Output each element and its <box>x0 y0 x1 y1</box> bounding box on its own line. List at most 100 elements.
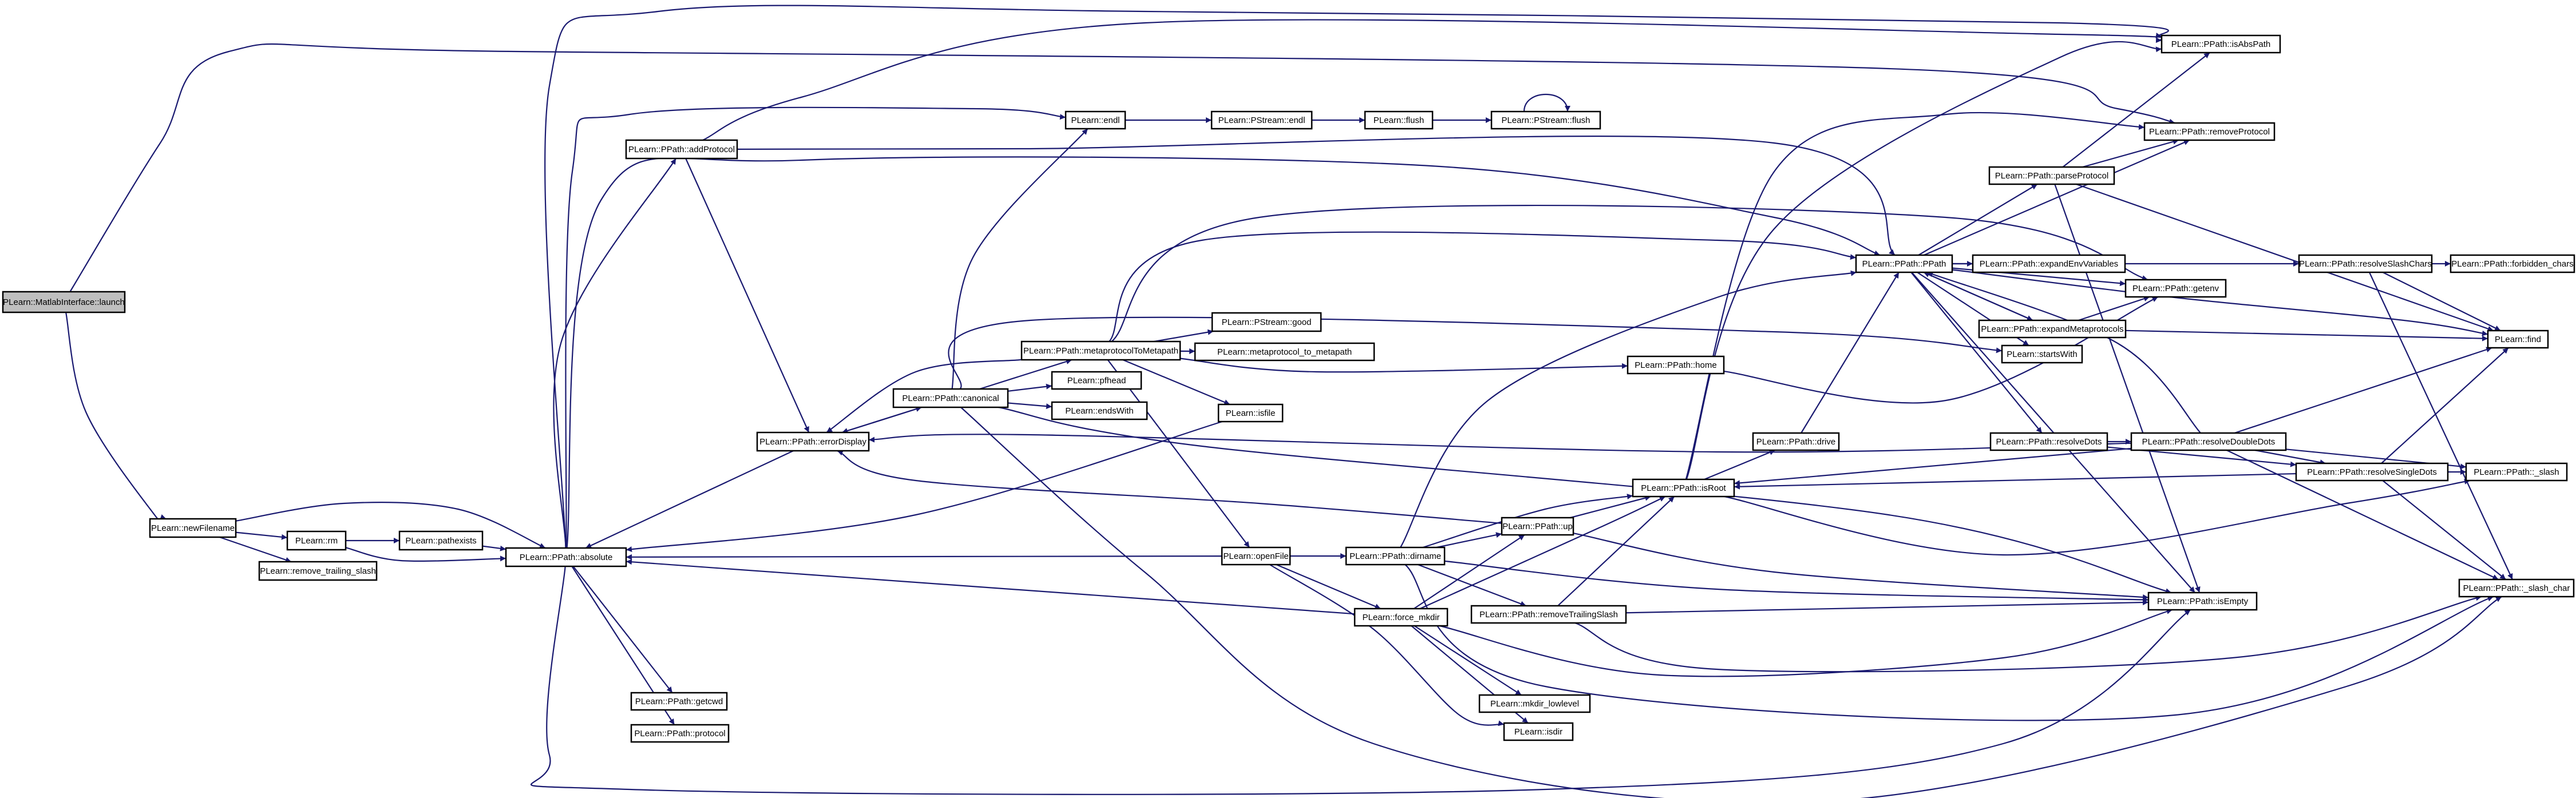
edge-m2m-to-pp <box>1109 231 1857 342</box>
edge-launch-to-newFilename <box>65 312 167 525</box>
node-box <box>2 291 126 313</box>
node-forbidden[interactable]: PLearn::PPath::forbidden_chars <box>2450 254 2575 273</box>
edge-home-to-getenv <box>1723 296 2159 404</box>
node-addProtocol[interactable]: PLearn::PPath::addProtocol <box>625 139 738 160</box>
node-endl[interactable]: PLearn::endl <box>1065 110 1126 130</box>
edge-m2m-to-isfile <box>1122 359 1230 406</box>
edge-pp-to-parseProtocol <box>1918 184 2038 256</box>
edge-canonical-to-slash_char <box>960 407 2502 798</box>
node-box <box>1503 722 1574 741</box>
edge-resolveSlashChars-to-slash_char <box>2368 272 2514 580</box>
edge-pathexists-to-absolute <box>482 545 507 551</box>
node-box <box>1855 254 1953 273</box>
edge-removeTrailingSlash-to-slash_char <box>1574 595 2482 673</box>
node-rm[interactable]: PLearn::rm <box>286 530 347 551</box>
node-mp2mp[interactable]: PLearn::metaprotocol_to_metapath <box>1194 342 1375 362</box>
node-expandMeta[interactable]: PLearn::PPath::expandMetaprotocols <box>1978 319 2127 339</box>
node-getenv[interactable]: PLearn::PPath::getenv <box>2124 279 2227 298</box>
node-errorDisplay[interactable]: PLearn::PPath::errorDisplay <box>756 431 870 452</box>
edge-expandMeta-to-find <box>2125 329 2488 342</box>
node-label: PLearn::PStream::flush <box>1501 116 1590 125</box>
edge-force_mkdir-to-up <box>1413 534 1525 609</box>
edge-absolute-to-getcwd <box>572 566 673 693</box>
node-remove_trailing_slash[interactable]: PLearn::remove_trailing_slash <box>258 561 378 581</box>
node-label: PLearn::PPath::isAbsPath <box>2171 39 2270 49</box>
node-dirname[interactable]: PLearn::PPath::dirname <box>1345 546 1446 566</box>
edge-parseProtocol-to-removeProtocol <box>2082 138 2179 168</box>
node-newFilename[interactable]: PLearn::newFilename <box>149 518 237 538</box>
edge-force_mkdir-to-isEmpty <box>1439 608 2173 677</box>
node-mkdir_lowlevel[interactable]: PLearn::mkdir_lowlevel <box>1478 694 1591 713</box>
node-isEmpty[interactable]: PLearn::PPath::isEmpty <box>2147 591 2258 611</box>
edge-absolute-to-addProtocol <box>553 158 676 549</box>
node-pp[interactable]: PLearn::PPath::PPath <box>1855 254 1953 273</box>
node-up[interactable]: PLearn::PPath::up <box>1501 517 1574 536</box>
node-pflush[interactable]: PLearn::PStream::flush <box>1490 110 1601 130</box>
node-slash_char[interactable]: PLearn::PPath::_slash_char <box>2458 578 2575 598</box>
node-box <box>505 547 627 567</box>
node-absolute[interactable]: PLearn::PPath::absolute <box>505 547 627 567</box>
node-home[interactable]: PLearn::PPath::home <box>1627 355 1725 375</box>
node-box <box>2295 462 2449 482</box>
edge-dirname-to-pp <box>1399 270 1857 548</box>
node-box <box>1478 694 1591 713</box>
node-label: PLearn::PPath::expandMetaprotocols <box>1981 324 2123 334</box>
node-pfhead[interactable]: PLearn::pfhead <box>1051 371 1142 390</box>
node-label: PLearn::openFile <box>1223 551 1288 561</box>
node-isAbsPath[interactable]: PLearn::PPath::isAbsPath <box>2160 34 2281 54</box>
node-label: PLearn::remove_trailing_slash <box>260 566 376 576</box>
edge-dirname-to-slash_char <box>1404 564 2494 721</box>
node-getcwd[interactable]: PLearn::PPath::getcwd <box>630 692 728 711</box>
node-force_mkdir[interactable]: PLearn::force_mkdir <box>1354 608 1449 627</box>
node-pendl[interactable]: PLearn::PStream::endl <box>1210 110 1313 130</box>
node-endsWith[interactable]: PLearn::endsWith <box>1051 401 1148 420</box>
node-box <box>2465 462 2568 482</box>
node-m2m[interactable]: PLearn::PPath::metaprotocolToMetapath <box>1020 340 1181 361</box>
node-resolveDots[interactable]: PLearn::PPath::resolveDots <box>1989 432 2108 451</box>
node-drive[interactable]: PLearn::PPath::drive <box>1752 432 1840 451</box>
edge-m2m-to-home <box>1180 358 1628 373</box>
edge-up-to-isRoot <box>1570 495 1651 519</box>
node-box <box>630 724 730 743</box>
node-label: PLearn::endsWith <box>1065 406 1133 416</box>
edge-m2m-to-getenv <box>1111 204 2148 342</box>
node-pathexists[interactable]: PLearn::pathexists <box>398 530 484 551</box>
node-parseProtocol[interactable]: PLearn::PPath::parseProtocol <box>1988 166 2115 185</box>
edge-absolute-to-isAbsPath <box>544 5 2169 549</box>
node-box <box>2130 432 2287 451</box>
edge-canonical-to-errorDisplay <box>841 406 922 434</box>
node-isdir[interactable]: PLearn::isdir <box>1503 722 1574 741</box>
node-good[interactable]: PLearn::PStream::good <box>1211 312 1322 332</box>
node-label: PLearn::PPath::isRoot <box>1641 483 1726 493</box>
node-launch[interactable]: PLearn::MatlabInterface::launch <box>2 291 126 313</box>
node-resolveSingleDots[interactable]: PLearn::PPath::resolveSingleDots <box>2295 462 2449 482</box>
node-box <box>1988 166 2115 185</box>
node-resolveDoubleDots[interactable]: PLearn::PPath::resolveDoubleDots <box>2130 432 2287 451</box>
edge-up-to-errorDisplay <box>837 450 1502 524</box>
node-box <box>1211 312 1322 332</box>
node-find[interactable]: PLearn::find <box>2487 329 2549 349</box>
node-label: PLearn::PPath::addProtocol <box>628 145 735 154</box>
node-removeProtocol[interactable]: PLearn::PPath::removeProtocol <box>2143 122 2276 141</box>
node-box <box>2160 34 2281 54</box>
node-expandEnv[interactable]: PLearn::PPath::expandEnvVariables <box>1972 254 2126 273</box>
node-box <box>625 139 738 160</box>
edge-pp-to-removeProtocol <box>1924 139 2190 256</box>
node-resolveSlashChars[interactable]: PLearn::PPath::resolveSlashChars <box>2298 254 2433 273</box>
node-label: PLearn::newFilename <box>151 523 235 533</box>
node-label: PLearn::PPath::removeTrailingSlash <box>1479 610 1618 620</box>
node-isfile[interactable]: PLearn::isfile <box>1217 403 1284 423</box>
node-canonical[interactable]: PLearn::PPath::canonical <box>892 388 1009 408</box>
node-box <box>1989 432 2108 451</box>
node-label: PLearn::force_mkdir <box>1362 613 1439 622</box>
node-box <box>1217 403 1284 423</box>
node-flush[interactable]: PLearn::flush <box>1364 110 1434 130</box>
node-slash[interactable]: PLearn::PPath::_slash <box>2465 462 2568 482</box>
edge-absolute-to-pp <box>566 156 1881 549</box>
edge-isRoot-to-isAbsPath <box>1685 41 2162 480</box>
node-isRoot[interactable]: PLearn::PPath::isRoot <box>1632 478 1735 498</box>
node-removeTrailingSlash[interactable]: PLearn::PPath::removeTrailingSlash <box>1470 605 1627 624</box>
node-startsWith[interactable]: PLearn::startsWith <box>2001 344 2083 364</box>
node-protocol[interactable]: PLearn::PPath::protocol <box>630 724 730 743</box>
node-openFile[interactable]: PLearn::openFile <box>1221 546 1291 566</box>
